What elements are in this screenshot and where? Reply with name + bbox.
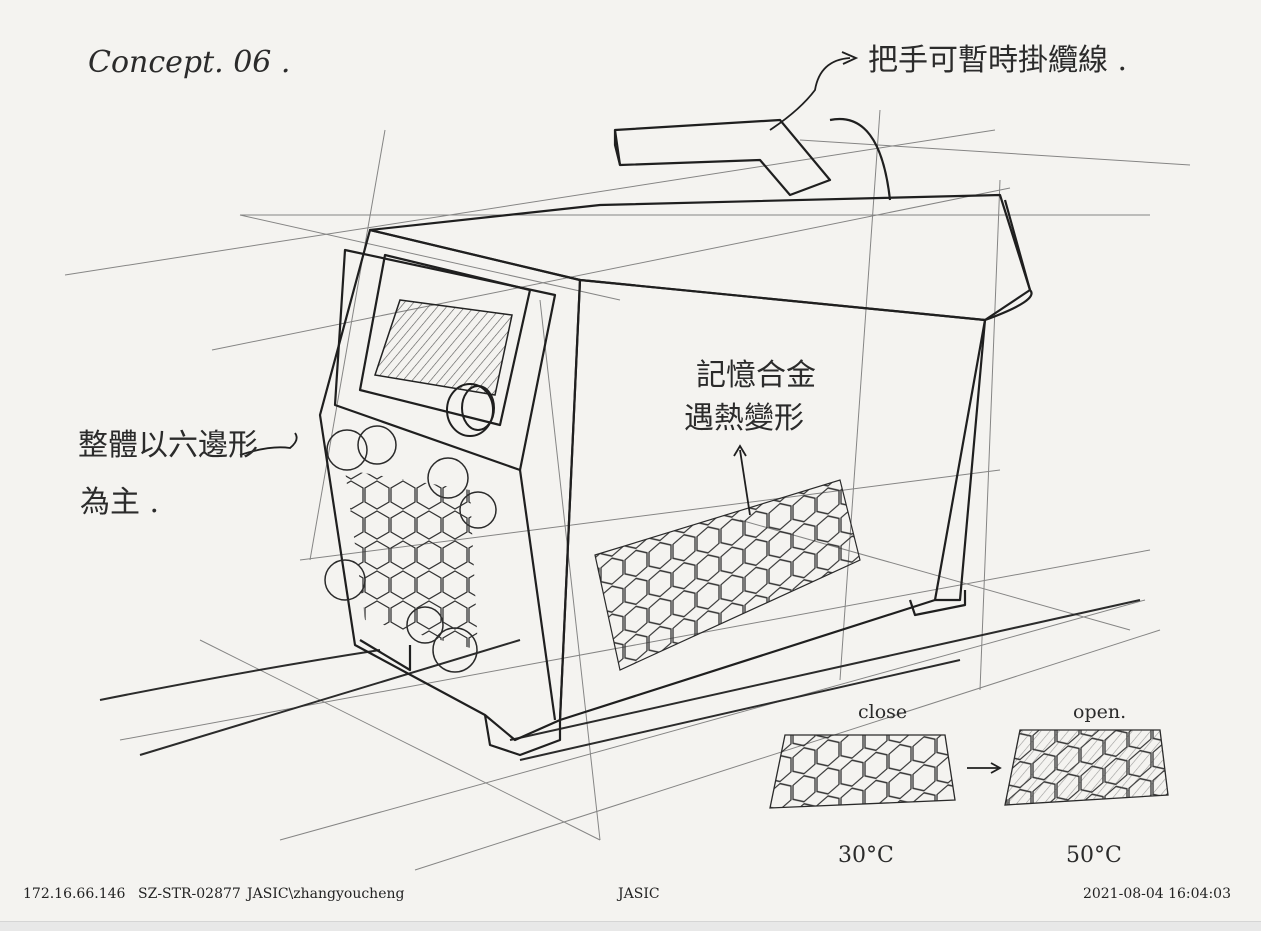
close-state-label: close	[858, 701, 907, 723]
handle-note: 把手可暫時掛纜線 .	[868, 43, 1127, 78]
material-note-line2: 遇熱變形	[684, 401, 804, 436]
material-note-line1: 記憶合金	[696, 358, 816, 393]
side-hex-vent	[594, 479, 861, 671]
welder-body	[318, 193, 1033, 757]
control-knob	[446, 383, 495, 437]
sketch-title: Concept. 06 .	[88, 45, 290, 80]
footer-ip-address: 172.16.66.146	[23, 886, 126, 902]
print-footer: 172.16.66.146 SZ-STR-02877 JASIC\zhangyo…	[0, 878, 1261, 908]
open-temperature: 50°C	[1066, 843, 1122, 868]
carry-handle	[613, 117, 892, 201]
annotation-arrows	[239, 51, 1002, 774]
close-temperature: 30°C	[838, 843, 894, 868]
footer-timestamp: 2021-08-04 16:04:03	[1082, 886, 1231, 902]
front-vent	[324, 425, 497, 673]
ground-plane	[99, 599, 1141, 761]
shape-note-line1: 整體以六邊形	[78, 428, 258, 463]
footer-username: JASIC\zhangyoucheng	[247, 886, 405, 902]
hex-cluster-close	[769, 734, 956, 809]
display-screen	[374, 299, 513, 396]
hex-cluster-open	[1004, 729, 1169, 806]
bottom-scroll-strip	[0, 921, 1261, 931]
footer-hostname: SZ-STR-02877	[138, 886, 241, 902]
open-state-label: open.	[1073, 701, 1126, 723]
footer-brand: JASIC	[618, 886, 660, 902]
shape-note-line2: 為主 .	[80, 485, 159, 520]
